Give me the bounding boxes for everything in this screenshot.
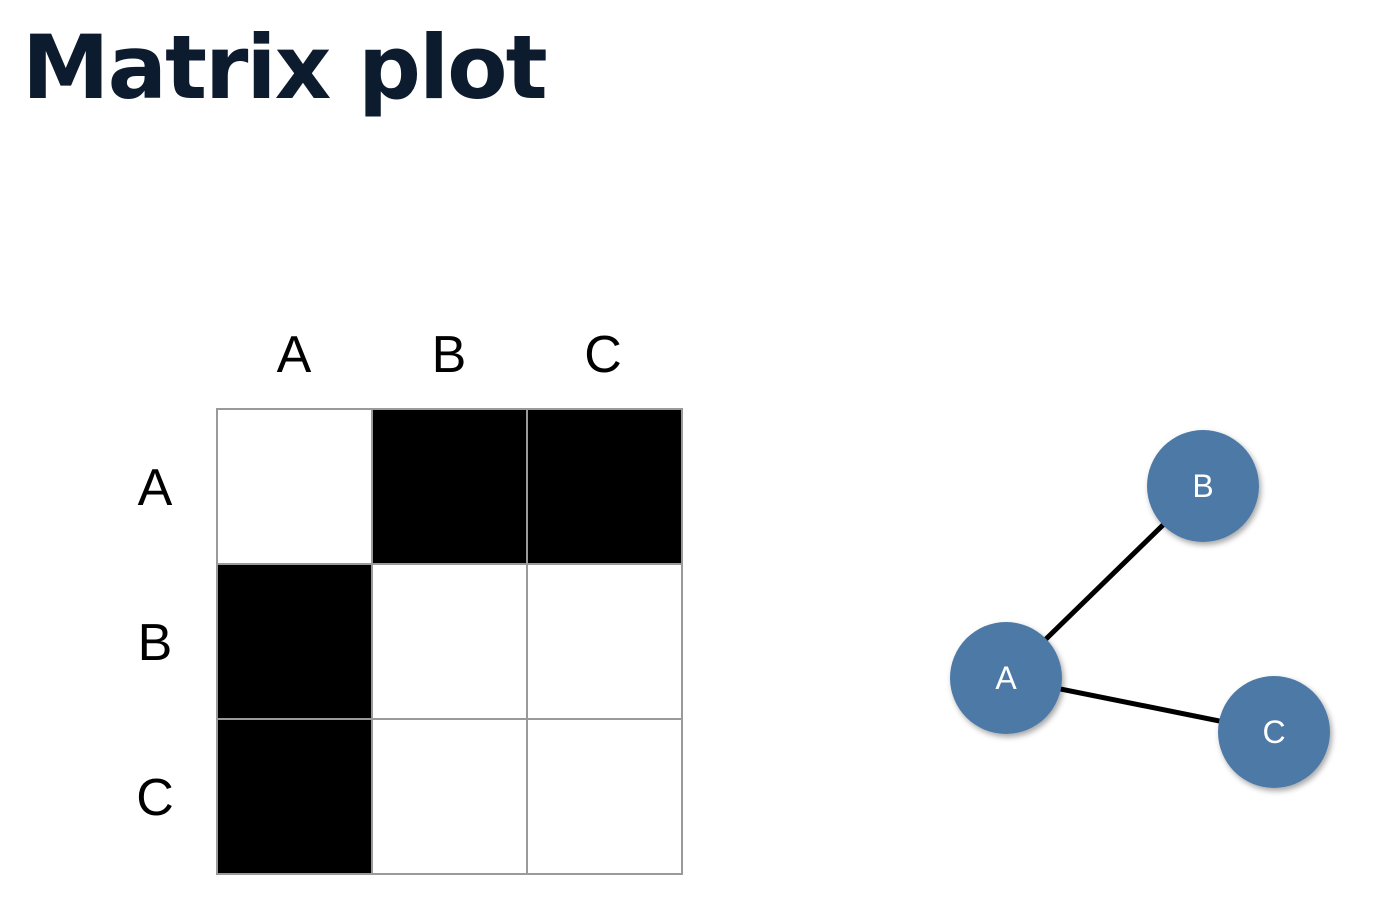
column-label: B — [432, 326, 467, 384]
graph-node-b: B — [1147, 430, 1259, 542]
slide-title: Matrix plot — [22, 16, 548, 119]
graph-node-label: B — [1192, 468, 1213, 504]
row-label: B — [138, 614, 173, 672]
matrix-cell-filled — [216, 718, 373, 875]
network-graph: A B C — [950, 430, 1330, 788]
matrix-cell-empty — [526, 718, 683, 875]
graph-node-circle — [1147, 430, 1259, 542]
graph-node-label: A — [995, 660, 1017, 696]
column-labels: A B C — [277, 326, 622, 384]
graph-node-circle — [950, 622, 1062, 734]
matrix-cells — [216, 408, 683, 875]
matrix-cell-empty — [526, 563, 683, 720]
row-labels: A B C — [136, 459, 174, 827]
column-label: A — [277, 326, 312, 384]
matrix-cell-filled — [526, 408, 683, 565]
graph-node-a: A — [950, 622, 1062, 734]
column-label: C — [584, 326, 622, 384]
matrix-cell-empty — [216, 408, 373, 565]
graph-nodes: A B C — [950, 430, 1330, 788]
graph-node-circle — [1218, 676, 1330, 788]
adjacency-matrix: A B C A B C — [136, 326, 683, 875]
row-label: A — [138, 459, 173, 517]
matrix-cell-filled — [371, 408, 528, 565]
row-label: C — [136, 769, 174, 827]
matrix-cell-filled — [216, 563, 373, 720]
matrix-cell-empty — [371, 563, 528, 720]
graph-node-label: C — [1262, 714, 1285, 750]
graph-node-c: C — [1218, 676, 1330, 788]
matrix-cell-empty — [371, 718, 528, 875]
